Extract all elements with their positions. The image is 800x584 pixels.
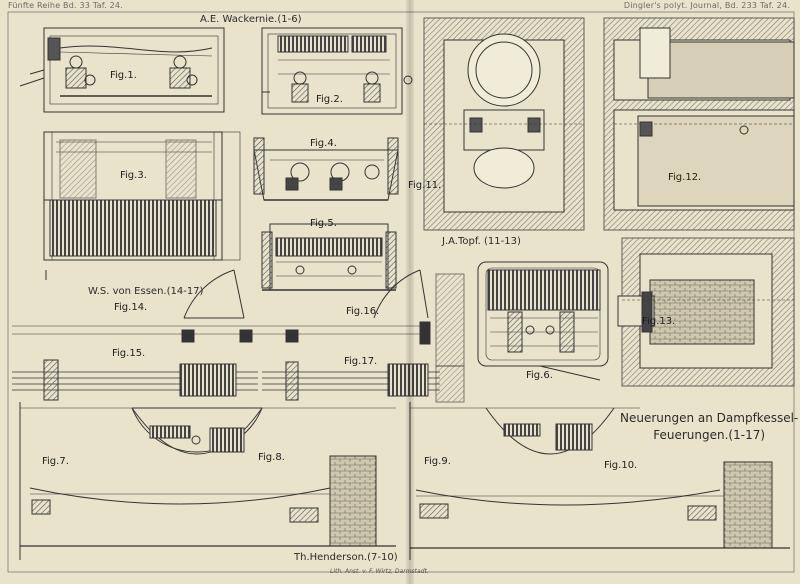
page-gutter: [406, 0, 414, 584]
fig6-label: Fig.6.: [526, 370, 553, 381]
fig3-label: Fig.3.: [120, 170, 147, 181]
fig5-drawing: [261, 223, 397, 291]
header-right: Dingler's polyt. Journal, Bd. 233 Taf. 2…: [623, 1, 790, 10]
fig11-label: Fig.11.: [408, 180, 442, 191]
fig11-drawing: [423, 17, 585, 231]
fig12-label: Fig.12.: [668, 172, 702, 183]
fig4-drawing: [253, 137, 399, 201]
fig17-drawing: [262, 361, 465, 403]
fig7-label: Fig.7.: [42, 456, 69, 467]
fig5-label: Fig.5.: [310, 218, 337, 229]
fig1-label: Fig.1.: [110, 70, 137, 81]
fig4-label: Fig.4.: [310, 138, 337, 149]
fig10-label: Fig.10.: [604, 460, 638, 471]
fig8-label: Fig.8.: [258, 452, 285, 463]
author-wackernie: A.E. Wackernie.(1-6): [200, 14, 302, 25]
fig15-drawing: [12, 359, 258, 401]
fig15-label: Fig.15.: [112, 348, 146, 359]
fig17-label: Fig.17.: [344, 356, 378, 367]
lithographer-imprint: Lith. Anst. v. F. Wirtz, Darmstadt.: [330, 568, 429, 575]
header-left: Fünfte Reihe Bd. 33 Taf. 24.: [8, 1, 123, 10]
fig6-drawing: [477, 261, 609, 381]
fig14-label: Fig.14.: [114, 302, 148, 313]
fig9-label: Fig.9.: [424, 456, 451, 467]
author-henderson: Th.Henderson.(7-10): [294, 552, 398, 563]
fig7-fig8-drawing: [19, 402, 396, 560]
fig16-drawing: [262, 269, 465, 367]
fig2-drawing: [261, 27, 413, 115]
author-topf: J.A.Topf. (11-13): [442, 236, 521, 247]
plate-title: Neuerungen an Dampfkessel- Feuerungen.(1…: [620, 410, 798, 444]
fig14-drawing: [12, 269, 262, 343]
fig9-fig10-drawing: [409, 402, 790, 560]
fig13-label: Fig.13.: [642, 316, 676, 327]
fig13-drawing: [617, 237, 795, 387]
plate-title-line2: Feuerungen.(1-17): [653, 428, 766, 442]
fig2-label: Fig.2.: [316, 94, 343, 105]
plate-title-line1: Neuerungen an Dampfkessel-: [620, 411, 799, 425]
fig3-drawing: [43, 131, 241, 261]
fig1-drawing: [19, 27, 225, 113]
fig12-drawing: [603, 17, 795, 231]
author-essen: W.S. von Essen.(14-17): [88, 286, 204, 297]
fig16-label: Fig.16.: [346, 306, 380, 317]
